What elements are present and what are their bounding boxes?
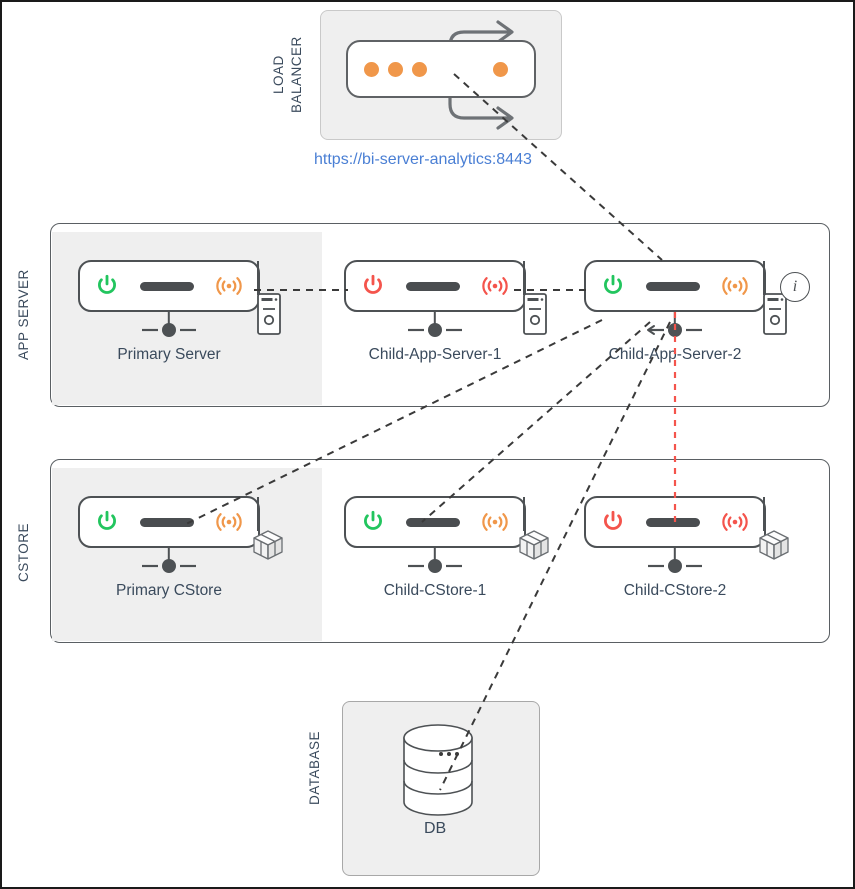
lb-dot-3 xyxy=(412,61,427,77)
node-child-app-server-2[interactable]: Child-App-Server-2 i xyxy=(584,260,810,363)
node-foot-connector xyxy=(648,559,702,573)
status-pill xyxy=(140,281,194,291)
lb-label-line-2: BALANCER xyxy=(289,36,305,114)
power-icon xyxy=(604,274,622,294)
lb-dot-2 xyxy=(388,61,403,77)
node-side-riser xyxy=(522,261,525,295)
node-body[interactable] xyxy=(584,496,789,560)
node-body[interactable] xyxy=(344,260,547,335)
package-cube-icon xyxy=(759,530,789,560)
node-primary-cstore[interactable]: Primary CStore xyxy=(78,496,283,599)
node-side-riser xyxy=(762,497,765,531)
wifi-signal-icon xyxy=(482,277,508,295)
load-balancer-url-link[interactable]: https://bi-server-analytics:8443 xyxy=(314,151,532,168)
section-label-app-server: APP SERVER xyxy=(16,269,31,361)
status-pill xyxy=(646,517,700,527)
node-body[interactable] xyxy=(78,496,283,560)
power-icon xyxy=(364,510,382,530)
node-body[interactable] xyxy=(78,260,281,335)
section-label-database: DATABASE xyxy=(307,731,322,806)
database-node-label: DB xyxy=(424,820,447,837)
wifi-signal-icon xyxy=(216,277,242,295)
power-icon xyxy=(98,510,116,530)
wifi-signal-icon xyxy=(482,513,508,531)
load-balancer-section-label: LOAD BALANCER xyxy=(270,32,312,118)
power-icon xyxy=(98,274,116,294)
status-pill xyxy=(140,517,194,527)
info-icon[interactable]: i xyxy=(780,272,810,302)
server-tower-icon xyxy=(257,293,281,335)
node-foot-connector xyxy=(408,323,462,337)
node-foot-connector xyxy=(408,559,462,573)
lb-dot-1 xyxy=(364,61,379,77)
database-cylinder-icon[interactable] xyxy=(398,724,484,816)
node-stem xyxy=(673,548,677,566)
wifi-signal-icon xyxy=(722,513,748,531)
status-pill xyxy=(646,281,700,291)
power-icon xyxy=(364,274,382,294)
wifi-signal-icon xyxy=(722,277,748,295)
node-label: Child-CStore-1 xyxy=(383,582,487,599)
server-tower-icon xyxy=(763,293,787,335)
node-side-riser xyxy=(762,261,765,295)
node-primary-server[interactable]: Primary Server xyxy=(78,260,281,363)
power-icon xyxy=(604,510,622,530)
node-stem xyxy=(433,548,437,566)
node-child-cstore-2[interactable]: Child-CStore-2 xyxy=(584,496,789,599)
node-child-app-server-1[interactable]: Child-App-Server-1 xyxy=(344,260,547,363)
node-label: Child-App-Server-2 xyxy=(608,346,742,363)
lb-label-line-1: LOAD xyxy=(271,55,286,95)
package-cube-icon xyxy=(253,530,283,560)
node-stem xyxy=(167,548,171,566)
status-pill xyxy=(406,281,460,291)
status-pill xyxy=(406,517,460,527)
package-cube-icon xyxy=(519,530,549,560)
node-body[interactable] xyxy=(584,260,787,335)
wifi-signal-icon xyxy=(216,513,242,531)
node-child-cstore-1[interactable]: Child-CStore-1 xyxy=(344,496,549,599)
node-body[interactable] xyxy=(344,496,549,560)
node-label: Child-CStore-2 xyxy=(623,582,727,599)
node-label: Primary CStore xyxy=(116,582,222,599)
lb-dot-4 xyxy=(493,61,508,77)
section-label-cstore: CSTORE xyxy=(16,522,31,582)
node-foot-connector xyxy=(647,323,702,337)
server-tower-icon xyxy=(523,293,547,335)
node-side-riser xyxy=(256,261,259,295)
node-foot-connector xyxy=(142,559,196,573)
node-label: Primary Server xyxy=(117,346,221,363)
node-foot-connector xyxy=(142,323,196,337)
node-stem xyxy=(167,312,171,330)
load-balancer-node[interactable] xyxy=(346,40,536,98)
node-label: Child-App-Server-1 xyxy=(368,346,502,363)
